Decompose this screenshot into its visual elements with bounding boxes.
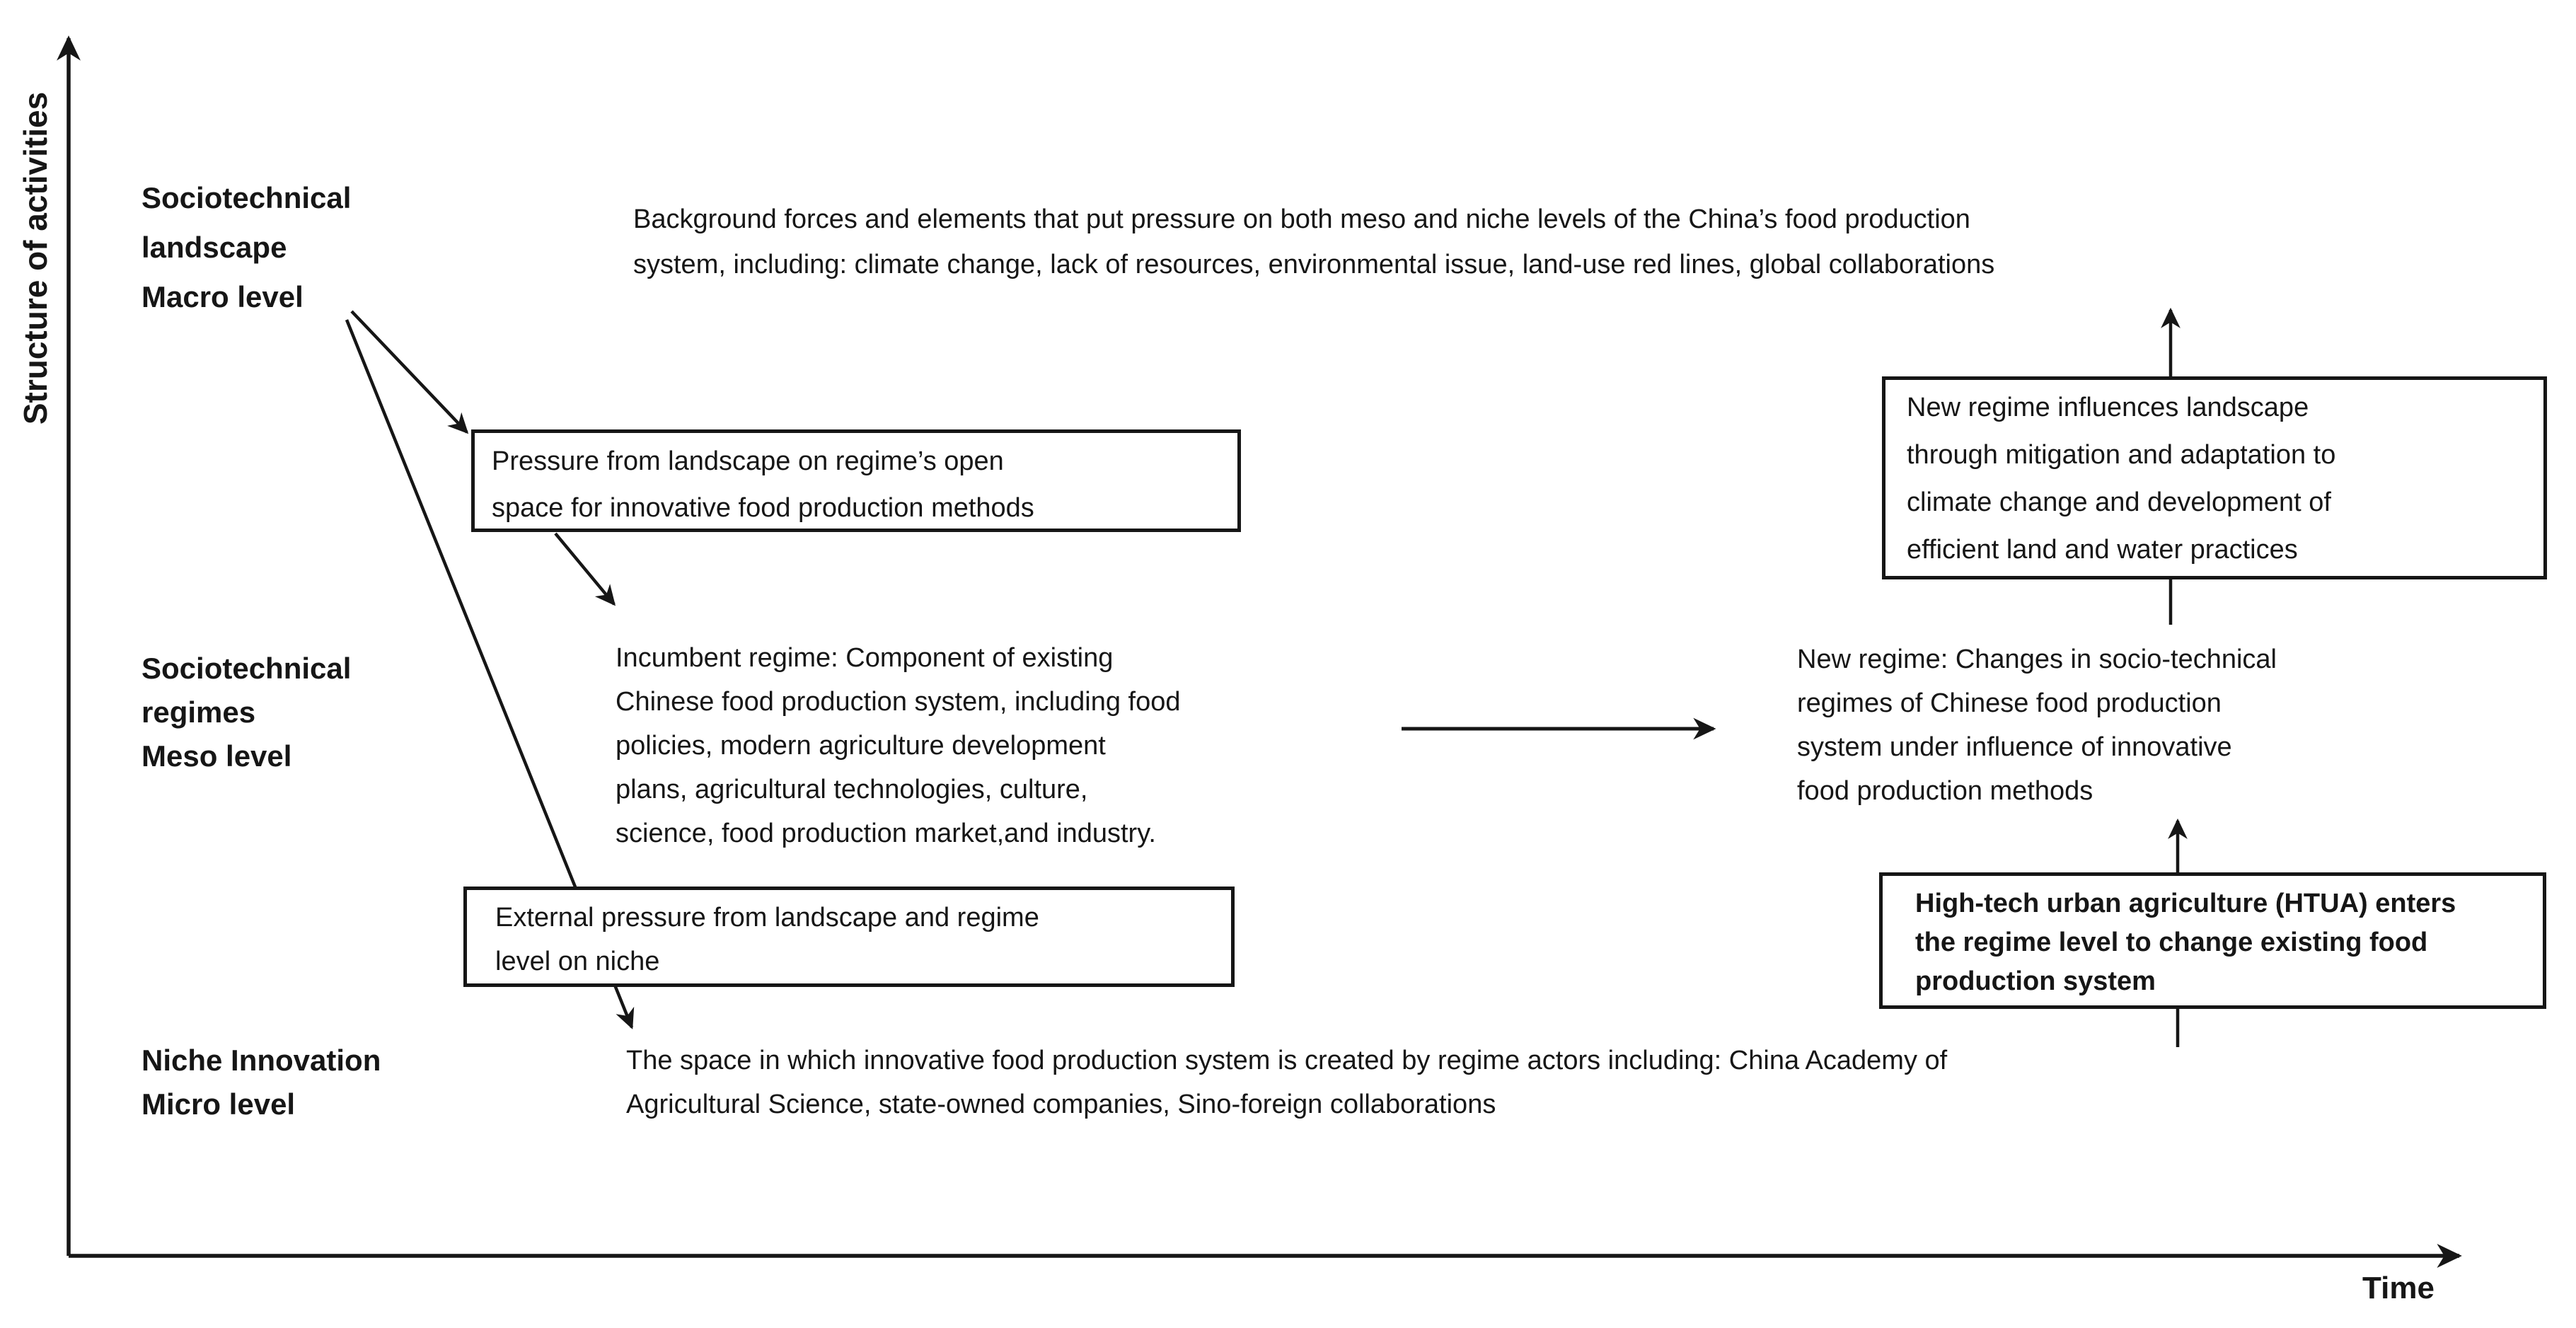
niche-space-text: The space in which innovative food produ… [626,1046,1948,1119]
new-regime-text: New regime: Changes in socio-technical r… [1797,645,2277,806]
htua-entry-box: High-tech urban agriculture (HTUA) enter… [1879,872,2546,1009]
meso-level-label: Sociotechnical regimes Meso level [141,652,352,773]
external-pressure-box: External pressure from landscape and reg… [463,887,1235,987]
landscape-background-text: Background forces and elements that put … [633,204,1995,279]
incumbent-regime-text: Incumbent regime: Component of existing … [616,643,1181,848]
micro-level-label: Niche Innovation Micro level [141,1044,381,1121]
y-axis-label: Structure of activities [17,91,54,425]
x-axis-label: Time [2362,1271,2435,1305]
macro-level-label: Sociotechnical landscape Macro level [141,181,352,313]
arrow-macro-to-pressure-box [350,310,469,434]
new-regime-influence-box: New regime influences landscape through … [1882,376,2547,579]
pressure-from-landscape-box: Pressure from landscape on regime’s open… [471,429,1241,532]
arrow-pressure-box-to-incumbent [554,532,616,606]
